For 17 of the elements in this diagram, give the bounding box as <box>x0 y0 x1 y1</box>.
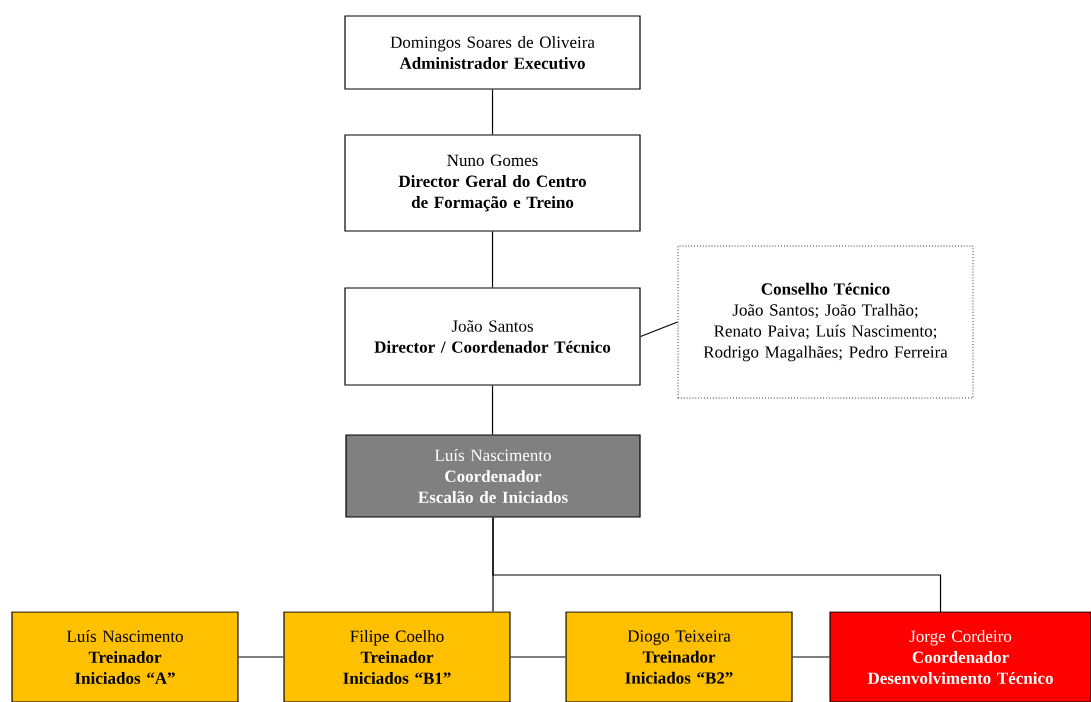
connector-line <box>491 89 494 135</box>
council-box: Conselho Técnico João Santos; João Tralhão; Renato Paiva; Luís Nascimento; Rodrigo Magalhães; Pedro Ferreira <box>677 245 974 399</box>
person-box: Diogo Teixeira Treinador Iniciados “B2” <box>565 611 793 702</box>
person-box: Luís Nascimento Coordenador Escalão de Iniciados <box>345 434 641 518</box>
person-box: Domingos Soares de Oliveira Administrador Executivo <box>344 15 641 90</box>
person-box: João Santos Director / Coordenador Técnico <box>344 287 641 386</box>
connector-line <box>792 656 830 658</box>
person-box: Nuno Gomes Director Geral do Centro de Formação e Treino <box>344 134 641 232</box>
person-box: Jorge Cordeiro Coordenador Desenvolvimento Técnico <box>829 611 1091 702</box>
person-box: Luís Nascimento Treinador Iniciados “A” <box>11 611 239 702</box>
connector-line <box>491 231 494 288</box>
connector-line <box>492 517 942 613</box>
connector-line <box>238 656 284 658</box>
connector-line <box>491 385 494 435</box>
person-box: Filipe Coelho Treinador Iniciados “B1” <box>283 611 511 702</box>
connector-line <box>510 656 566 658</box>
connector-line <box>640 321 679 338</box>
